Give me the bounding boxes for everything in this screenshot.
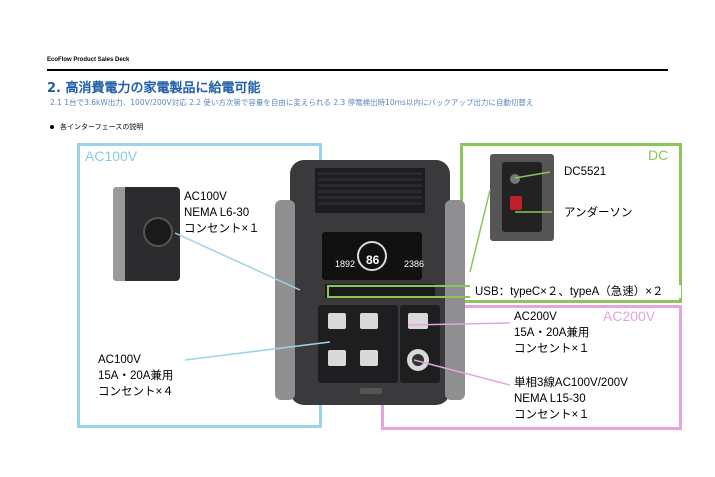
usb-label-background xyxy=(470,285,681,298)
dc-ports-image xyxy=(490,154,554,241)
callout-line: コンセント×１ xyxy=(514,343,590,355)
callout-anderson: アンダーソン xyxy=(564,207,633,219)
l6-30-socket-icon xyxy=(143,217,173,247)
callout-ac100-outlet: AC100V 15A・20A兼用 コンセント×４ xyxy=(98,352,174,400)
nema-l6-30-panel-image xyxy=(113,187,180,281)
callout-line: AC200V xyxy=(514,311,557,323)
callout-line: AC100V xyxy=(184,191,227,203)
callout-l6-30: AC100V NEMA L6-30 コンセント×１ xyxy=(184,189,260,237)
callout-line: 15A・20A兼用 xyxy=(514,327,590,339)
dc-port-panel xyxy=(502,162,542,232)
display-left-value: 1892 xyxy=(335,259,356,269)
callout-line: コンセント×４ xyxy=(98,386,174,398)
dc5521-port-icon xyxy=(510,174,520,184)
bullet-text: 各インターフェースの説明 xyxy=(60,123,144,131)
callout-line: コンセント×１ xyxy=(184,223,260,235)
callout-l15-30: 単相3線AC100V/200V NEMA L15-30 コンセント×１ xyxy=(514,375,628,423)
header-rule xyxy=(47,69,668,71)
page-subtitle: 2.1 1台で3.6kW出力、100V/200V対応 2.2 使い方次第で容量を… xyxy=(50,98,534,107)
callout-dc5521: DC5521 xyxy=(564,166,607,178)
ac100-section-label: AC100V xyxy=(85,148,138,164)
dc-section-label: DC xyxy=(648,147,669,163)
page-title: 2. 高消費電力の家電製品に給電可能 xyxy=(47,81,261,96)
callout-usb: USB：typeC×２、typeA（急速）×２ xyxy=(475,286,664,298)
callout-line: AC100V xyxy=(98,354,141,366)
callout-ac200-outlet: AC200V 15A・20A兼用 コンセント×１ xyxy=(514,309,590,357)
anderson-port-icon xyxy=(510,196,522,210)
bullet-item: 各インターフェースの説明 xyxy=(50,122,143,132)
callout-line: 単相3線AC100V/200V xyxy=(514,377,628,389)
callout-line: 15A・20A兼用 xyxy=(98,370,174,382)
bullet-dot xyxy=(50,125,54,129)
ac200-section-label: AC200V xyxy=(603,308,656,324)
callout-line: コンセント×１ xyxy=(514,409,590,421)
deck-title: EcoFlow Product Sales Deck xyxy=(47,57,130,63)
display-center-value: 86 xyxy=(366,253,380,267)
display-right-value: 2386 xyxy=(404,259,425,269)
callout-line: NEMA L6-30 xyxy=(184,207,250,219)
panel-edge xyxy=(113,187,125,281)
callout-line: NEMA L15-30 xyxy=(514,393,586,405)
